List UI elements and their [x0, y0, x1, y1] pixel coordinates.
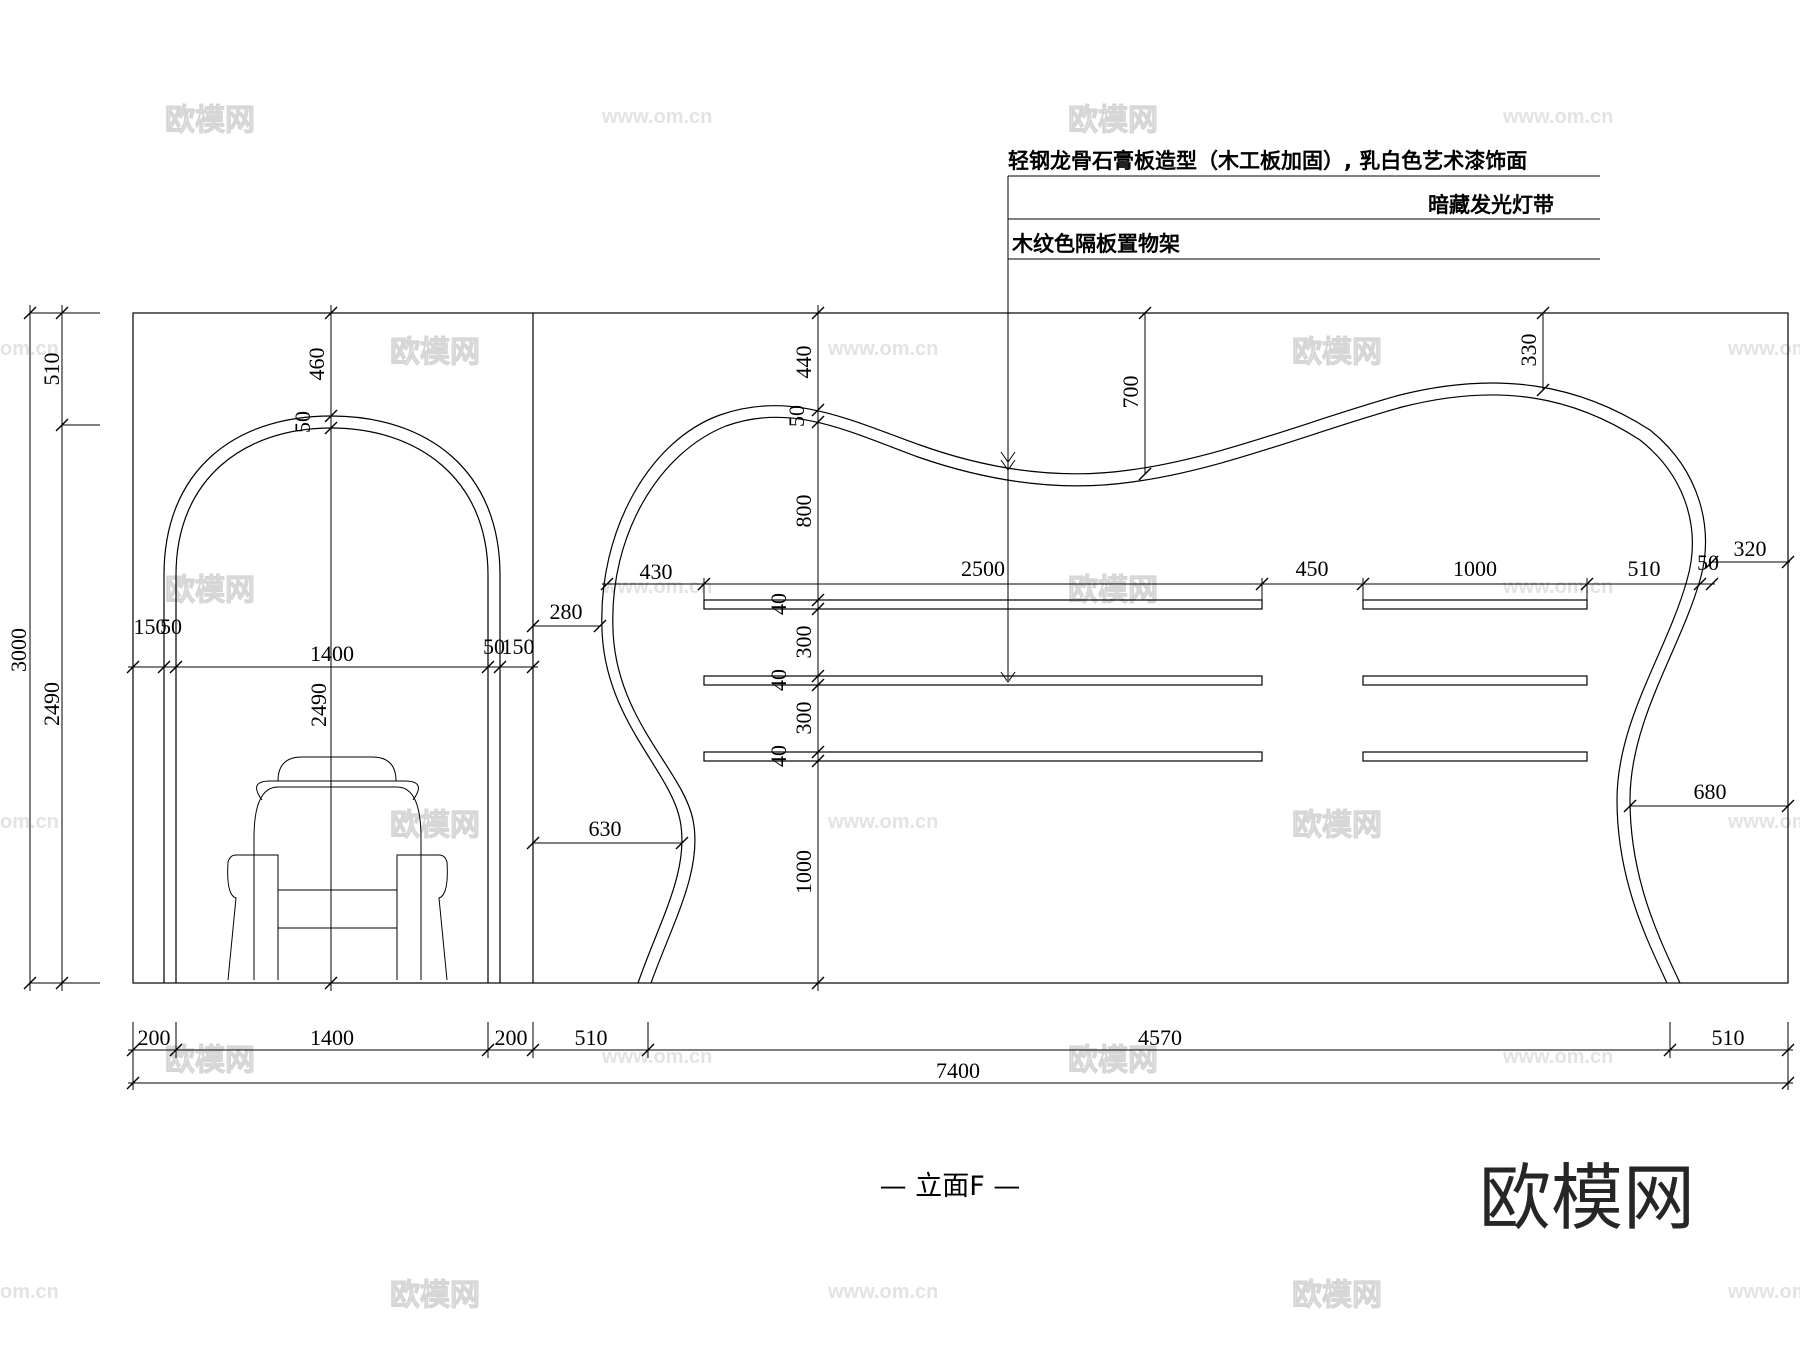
watermark-brand: 欧模网 — [1292, 808, 1382, 843]
wall-outline — [132, 312, 1789, 984]
watermark-url: om.cn — [0, 338, 59, 360]
dim-text: 50 — [160, 614, 182, 639]
note-gypsum-board: 轻钢龙骨石膏板造型（木工板加固）, 乳白色艺术漆饰面 — [1008, 149, 1527, 173]
watermark-url: www.om.cn — [601, 1046, 712, 1068]
watermark-brand: 欧模网 — [390, 1278, 480, 1313]
watermark-brand: 欧模网 — [390, 335, 480, 370]
arch-opening — [163, 415, 501, 983]
cloud-niche — [601, 382, 1707, 984]
dim-text: 40 — [766, 593, 791, 615]
watermark-url: www.om.cn — [1502, 576, 1613, 598]
dim-text: 40 — [766, 745, 791, 767]
shelf — [1362, 599, 1588, 610]
shelf — [703, 675, 1263, 686]
drawing-caption: — 立面F — — [880, 1171, 1021, 1202]
dim-text: 280 — [550, 599, 583, 624]
watermark-brand: 欧模网 — [165, 573, 255, 608]
dim-text: 2490 — [39, 682, 64, 726]
dim-text: 300 — [791, 626, 816, 659]
dim-text: 700 — [1118, 376, 1143, 409]
brand-logo: 欧模网 — [1479, 1156, 1695, 1240]
dim-text: 440 — [791, 346, 816, 379]
watermark-brand: 欧模网 — [1292, 335, 1382, 370]
note-hidden-light-strip: 暗藏发光灯带 — [1428, 193, 1554, 217]
dim-text: 510 — [1712, 1025, 1745, 1050]
dim-text: 50 — [290, 411, 315, 433]
watermark-url: www.om.cn — [827, 1281, 938, 1303]
watermark-url: www.om.cn — [601, 106, 712, 128]
dim-text: 330 — [1516, 334, 1541, 367]
watermark-layer: 欧模网 www.om.cn 欧模网 www.om.cn 欧模网 www.om.c… — [0, 103, 1800, 1314]
dim-text: 4570 — [1138, 1025, 1182, 1050]
dim-text: 150 — [502, 634, 535, 659]
dim-text: 50 — [1697, 550, 1719, 575]
dim-text: 1000 — [1453, 556, 1497, 581]
dim-text: 3000 — [6, 628, 31, 672]
shelf — [1362, 675, 1588, 686]
dim-text: 1400 — [310, 641, 354, 666]
watermark-url: om.cn — [0, 811, 59, 833]
shelf — [1362, 751, 1588, 762]
dim-text: 7400 — [936, 1058, 980, 1083]
dim-text: 510 — [39, 353, 64, 386]
dim-text: 1400 — [310, 1025, 354, 1050]
watermark-brand: 欧模网 — [1068, 103, 1158, 138]
watermark-url: www.om.cn — [827, 811, 938, 833]
watermark-brand: 欧模网 — [1068, 1043, 1158, 1078]
dim-text: 300 — [791, 702, 816, 735]
dim-text: 200 — [138, 1025, 171, 1050]
shelf — [703, 751, 1263, 762]
dim-text: 50 — [784, 405, 809, 427]
watermark-url: www.om.cn — [601, 576, 712, 598]
dimension-lines — [23, 305, 1795, 1090]
watermark-url: www.om.cn — [1727, 1281, 1800, 1303]
armchair-drawing — [227, 756, 448, 981]
wood-shelves — [703, 599, 1588, 762]
dim-text: 460 — [304, 348, 329, 381]
dim-text: 800 — [791, 495, 816, 528]
note-leaders — [1000, 175, 1600, 683]
dim-text: 510 — [1628, 556, 1661, 581]
watermark-url: www.om.cn — [827, 338, 938, 360]
watermark-url: www.om.cn — [1502, 106, 1613, 128]
watermark-brand: 欧模网 — [1068, 573, 1158, 608]
dim-text: 200 — [495, 1025, 528, 1050]
watermark-url: www.om.cn — [1502, 1046, 1613, 1068]
dim-text: 2490 — [306, 683, 331, 727]
watermark-url: om.cn — [0, 1281, 59, 1303]
dim-text: 450 — [1296, 556, 1329, 581]
dim-text: 40 — [766, 669, 791, 691]
dim-text: 150 — [134, 614, 167, 639]
watermark-url: www.om.cn — [1727, 338, 1800, 360]
watermark-brand: 欧模网 — [165, 103, 255, 138]
watermark-brand: 欧模网 — [1292, 1278, 1382, 1313]
dim-text: 50 — [483, 634, 505, 659]
dim-text: 430 — [640, 559, 673, 584]
dim-text: 510 — [575, 1025, 608, 1050]
watermark-brand: 欧模网 — [165, 1043, 255, 1078]
watermark-url: www.om.cn — [1727, 811, 1800, 833]
dim-text: 680 — [1694, 779, 1727, 804]
dim-text: 320 — [1734, 536, 1767, 561]
dim-text: 630 — [589, 816, 622, 841]
dim-text: 2500 — [961, 556, 1005, 581]
dim-text: 1000 — [791, 850, 816, 894]
shelf — [703, 599, 1263, 610]
note-wood-shelf: 木纹色隔板置物架 — [1011, 232, 1180, 256]
watermark-brand: 欧模网 — [390, 808, 480, 843]
